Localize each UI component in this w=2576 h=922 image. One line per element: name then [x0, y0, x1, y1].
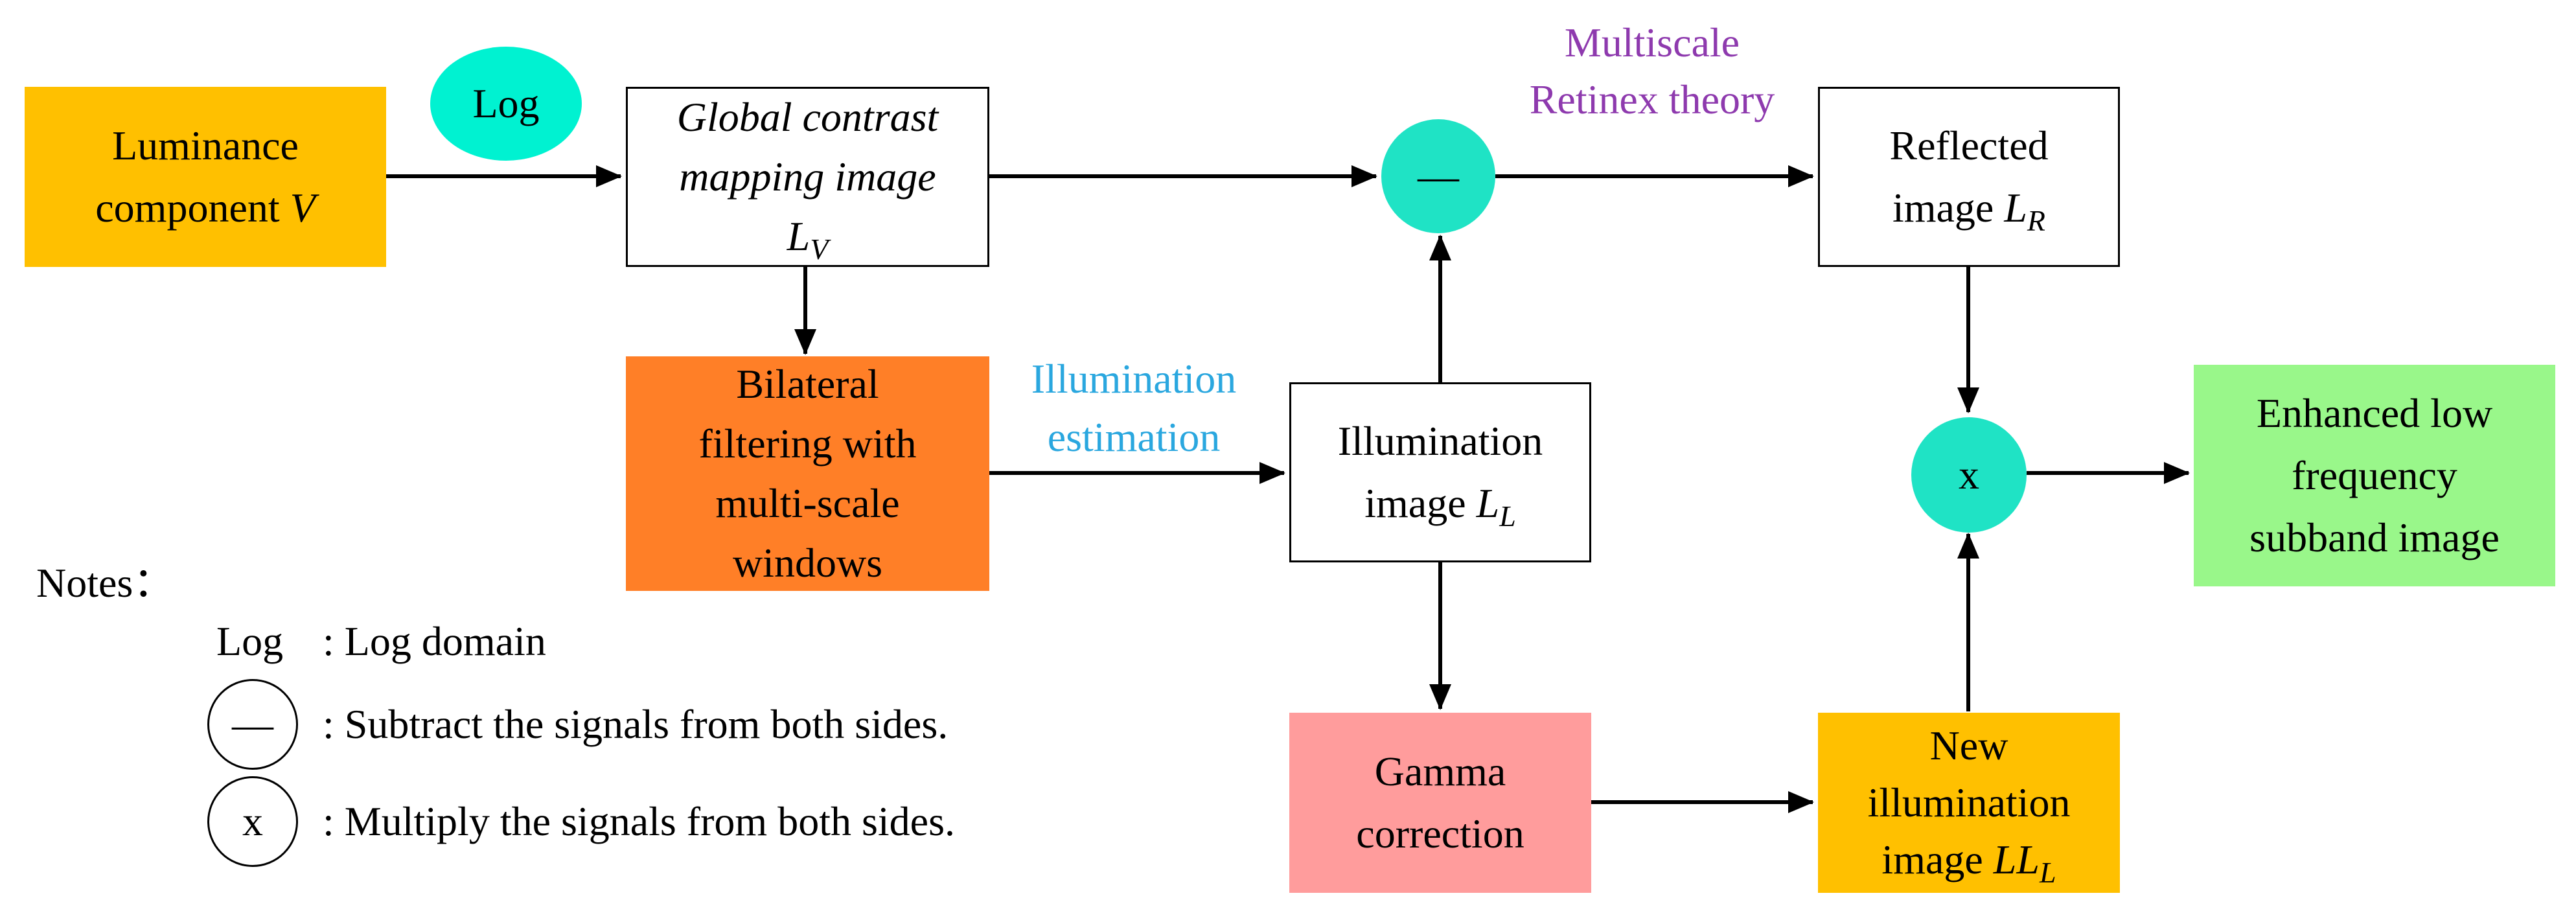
- illum-line1: Illumination: [1337, 418, 1543, 464]
- retinex-line1: Multiscale: [1564, 19, 1740, 65]
- gamma-line2: correction: [1356, 811, 1524, 857]
- global-line1: Global contrast: [676, 94, 939, 140]
- node-global-contrast-mapping: Global contrast mapping image LV: [626, 87, 989, 267]
- global-var: LV: [787, 213, 829, 266]
- illum-est-line1: Illumination: [1031, 356, 1237, 402]
- node-luminance-component: Luminance component V: [25, 87, 386, 267]
- illum-line2: image LL: [1364, 480, 1516, 533]
- global-line2: mapping image: [679, 154, 936, 200]
- node-reflected-image: Reflected image LR: [1818, 87, 2120, 267]
- enhanced-line1: Enhanced low: [2256, 390, 2493, 436]
- label-illumination-estimation: Illumination estimation: [998, 350, 1270, 467]
- node-bilateral-filtering: Bilateral filtering with multi-scale win…: [626, 356, 989, 591]
- bilateral-line3: multi-scale: [715, 480, 900, 526]
- enhanced-line3: subband image: [2249, 514, 2500, 560]
- notes-log-desc: : Log domain: [323, 618, 546, 664]
- newillum-line3: image LLL: [1881, 836, 2056, 889]
- newillum-line2: illumination: [1867, 779, 2071, 825]
- multiply-symbol: x: [1959, 452, 1979, 498]
- bilateral-line1: Bilateral: [736, 361, 879, 407]
- subtract-symbol: —: [1418, 153, 1459, 199]
- notes-subtract-symbol: —: [232, 701, 273, 747]
- node-gamma-correction: Gamma correction: [1289, 713, 1591, 893]
- newillum-line1: New: [1929, 722, 2008, 768]
- luminance-line2: component V: [95, 185, 316, 231]
- illum-est-line2: estimation: [1047, 414, 1221, 460]
- notes-title: Notes：: [36, 560, 175, 606]
- log-bubble: Log: [430, 47, 582, 161]
- luminance-line1: Luminance: [112, 122, 299, 168]
- subtract-operator: —: [1381, 119, 1495, 233]
- notes-multiply-circle: x: [207, 776, 298, 867]
- retinex-line2: Retinex theory: [1529, 76, 1775, 122]
- gamma-line1: Gamma: [1374, 748, 1506, 794]
- node-enhanced-subband: Enhanced low frequency subband image: [2194, 365, 2555, 586]
- reflected-line2: image LR: [1892, 185, 2046, 237]
- enhanced-line2: frequency: [2292, 452, 2457, 498]
- notes-log-key: Log: [216, 618, 284, 664]
- bilateral-line2: filtering with: [698, 421, 917, 467]
- log-bubble-label: Log: [472, 80, 540, 126]
- bilateral-line4: windows: [732, 540, 883, 586]
- notes-multiply-desc: : Multiply the signals from both sides.: [323, 798, 955, 844]
- label-multiscale-retinex: Multiscale Retinex theory: [1484, 14, 1821, 128]
- notes-multiply-symbol: x: [242, 798, 263, 844]
- multiply-operator: x: [1911, 417, 2027, 533]
- notes-subtract-desc: : Subtract the signals from both sides.: [323, 701, 949, 747]
- node-new-illumination: New illumination image LLL: [1818, 713, 2120, 893]
- reflected-line1: Reflected: [1889, 122, 2049, 168]
- notes-subtract-circle: —: [207, 679, 298, 770]
- node-illumination-image: Illumination image LL: [1289, 382, 1591, 562]
